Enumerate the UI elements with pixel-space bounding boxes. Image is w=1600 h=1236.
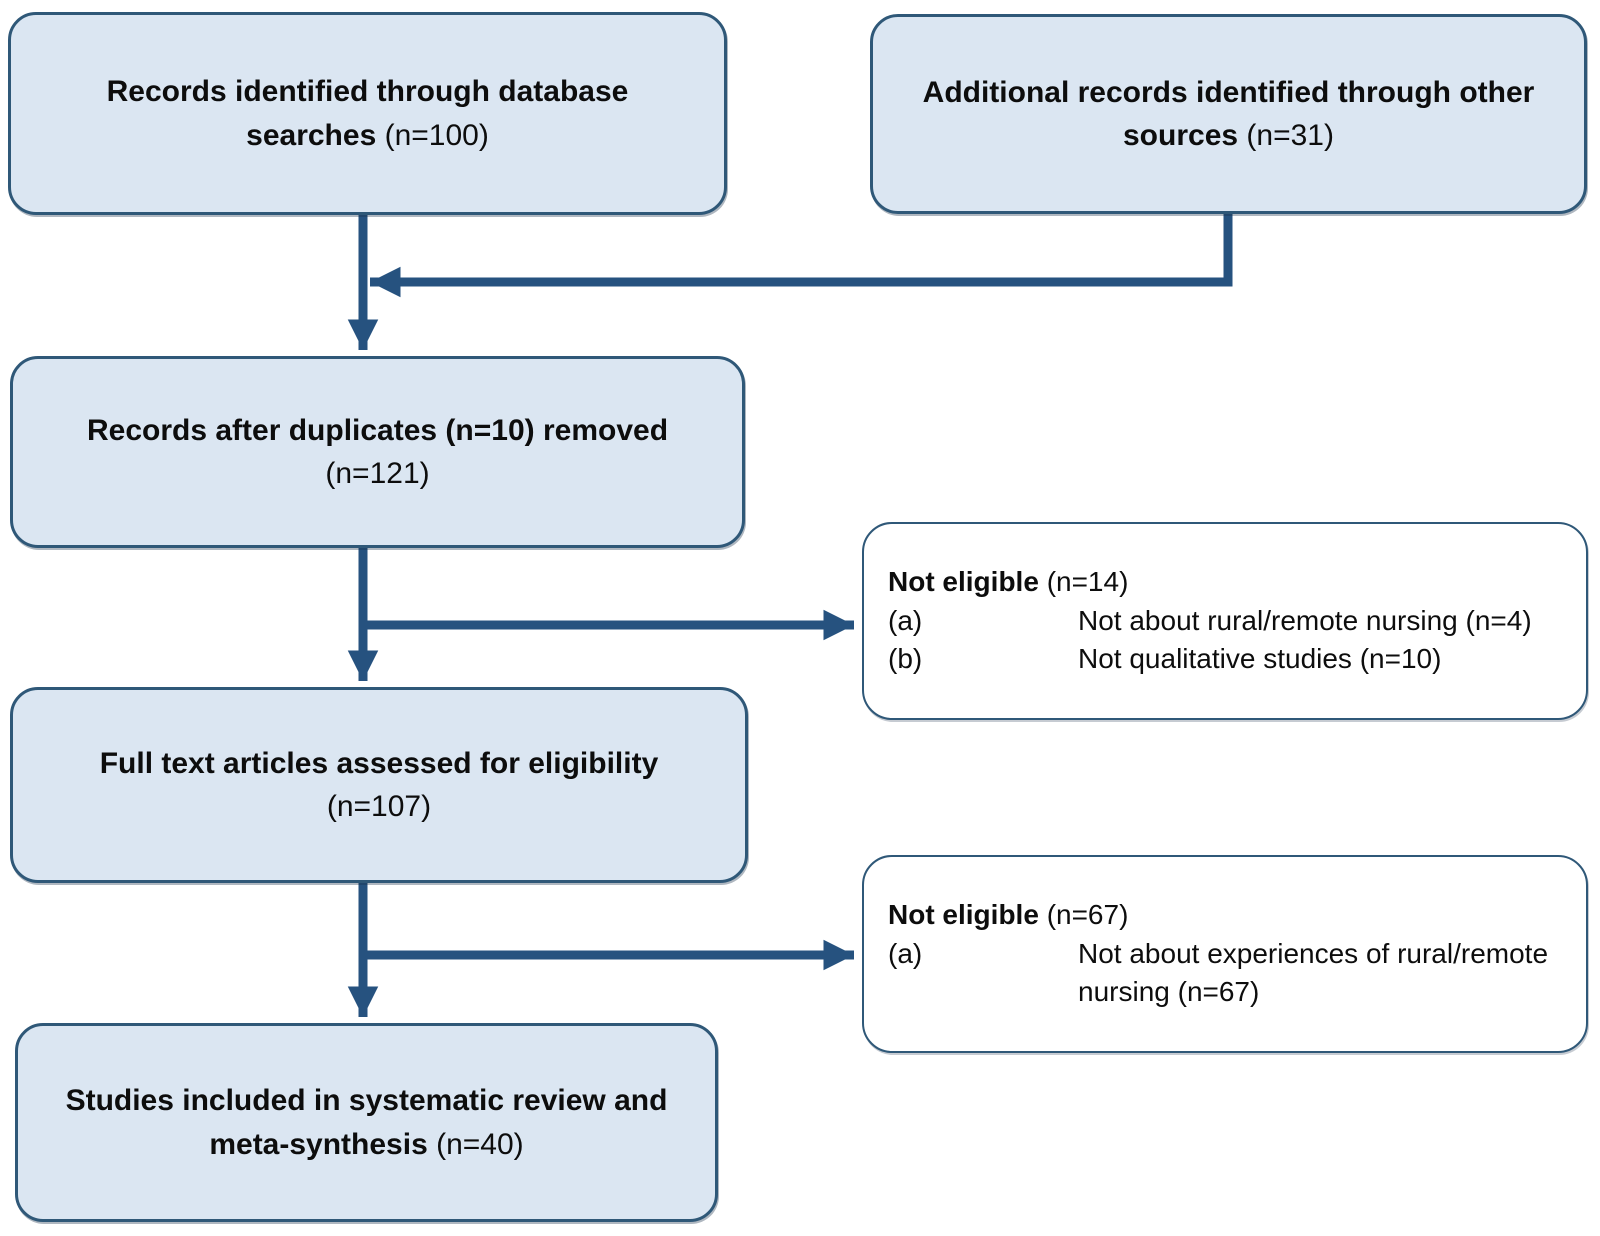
box-after-duplicates: Records after duplicates (n=10) removed … xyxy=(10,356,745,548)
box-records-identified: Records identified through database sear… xyxy=(8,12,727,215)
exclusion-reason-row: (a) Not about experiences of rural/remot… xyxy=(888,935,1562,1012)
exclusion-reason-text: Not qualitative studies (n=10) xyxy=(1078,643,1442,675)
additional-records-count: (n=31) xyxy=(1246,119,1334,152)
records-identified-count: (n=100) xyxy=(384,118,489,152)
exclusion-reason-row: (a) Not about rural/remote nursing (n=4) xyxy=(888,602,1562,641)
studies-included-label: Studies included in systematic review an… xyxy=(65,1084,668,1161)
records-identified-label: Records identified through database sear… xyxy=(106,75,629,152)
not-eligible-fulltext-count: (n=67) xyxy=(1046,899,1129,931)
box-records-identified-text: Records identified through database sear… xyxy=(58,70,678,157)
exclusion-reason-label: (a) xyxy=(888,937,923,969)
after-duplicates-label: Records after duplicates (n=10) removed xyxy=(86,413,669,447)
box-after-duplicates-text: Records after duplicates (n=10) removed … xyxy=(87,409,668,496)
not-eligible-screening-title-row: Not eligible (n=14) xyxy=(888,563,1562,602)
box-full-text-assessed: Full text articles assessed for eligibil… xyxy=(10,687,748,883)
not-eligible-screening-count: (n=14) xyxy=(1046,566,1129,598)
not-eligible-fulltext-title-row: Not eligible (n=67) xyxy=(888,896,1562,935)
exclusion-reason-text: Not about experiences of rural/remote nu… xyxy=(1078,937,1549,1008)
not-eligible-screening-title: Not eligible xyxy=(888,566,1039,598)
box-not-eligible-fulltext: Not eligible (n=67) (a) Not about experi… xyxy=(862,855,1588,1053)
box-additional-records-text: Additional records identified through ot… xyxy=(919,71,1539,158)
after-duplicates-count: (n=121) xyxy=(325,457,430,490)
box-additional-records: Additional records identified through ot… xyxy=(870,14,1587,214)
exclusion-reason-label: (a) xyxy=(888,604,923,636)
exclusion-reason-row: (b) Not qualitative studies (n=10) xyxy=(888,640,1562,679)
exclusion-reason-text: Not about rural/remote nursing (n=4) xyxy=(1078,604,1532,636)
box-full-text-assessed-text: Full text articles assessed for eligibil… xyxy=(100,742,659,829)
full-text-assessed-count: (n=107) xyxy=(326,790,432,823)
box-studies-included: Studies included in systematic review an… xyxy=(15,1023,718,1222)
not-eligible-fulltext-title: Not eligible xyxy=(888,899,1039,931)
box-studies-included-text: Studies included in systematic review an… xyxy=(57,1079,677,1166)
arrow-additional-to-duplicates xyxy=(370,213,1233,298)
studies-included-count: (n=40) xyxy=(436,1127,524,1161)
exclusion-reason-label: (b) xyxy=(888,643,923,675)
additional-records-label: Additional records identified through ot… xyxy=(922,75,1535,153)
full-text-assessed-label: Full text articles assessed for eligibil… xyxy=(99,746,659,780)
box-not-eligible-screening: Not eligible (n=14) (a) Not about rural/… xyxy=(862,522,1588,720)
